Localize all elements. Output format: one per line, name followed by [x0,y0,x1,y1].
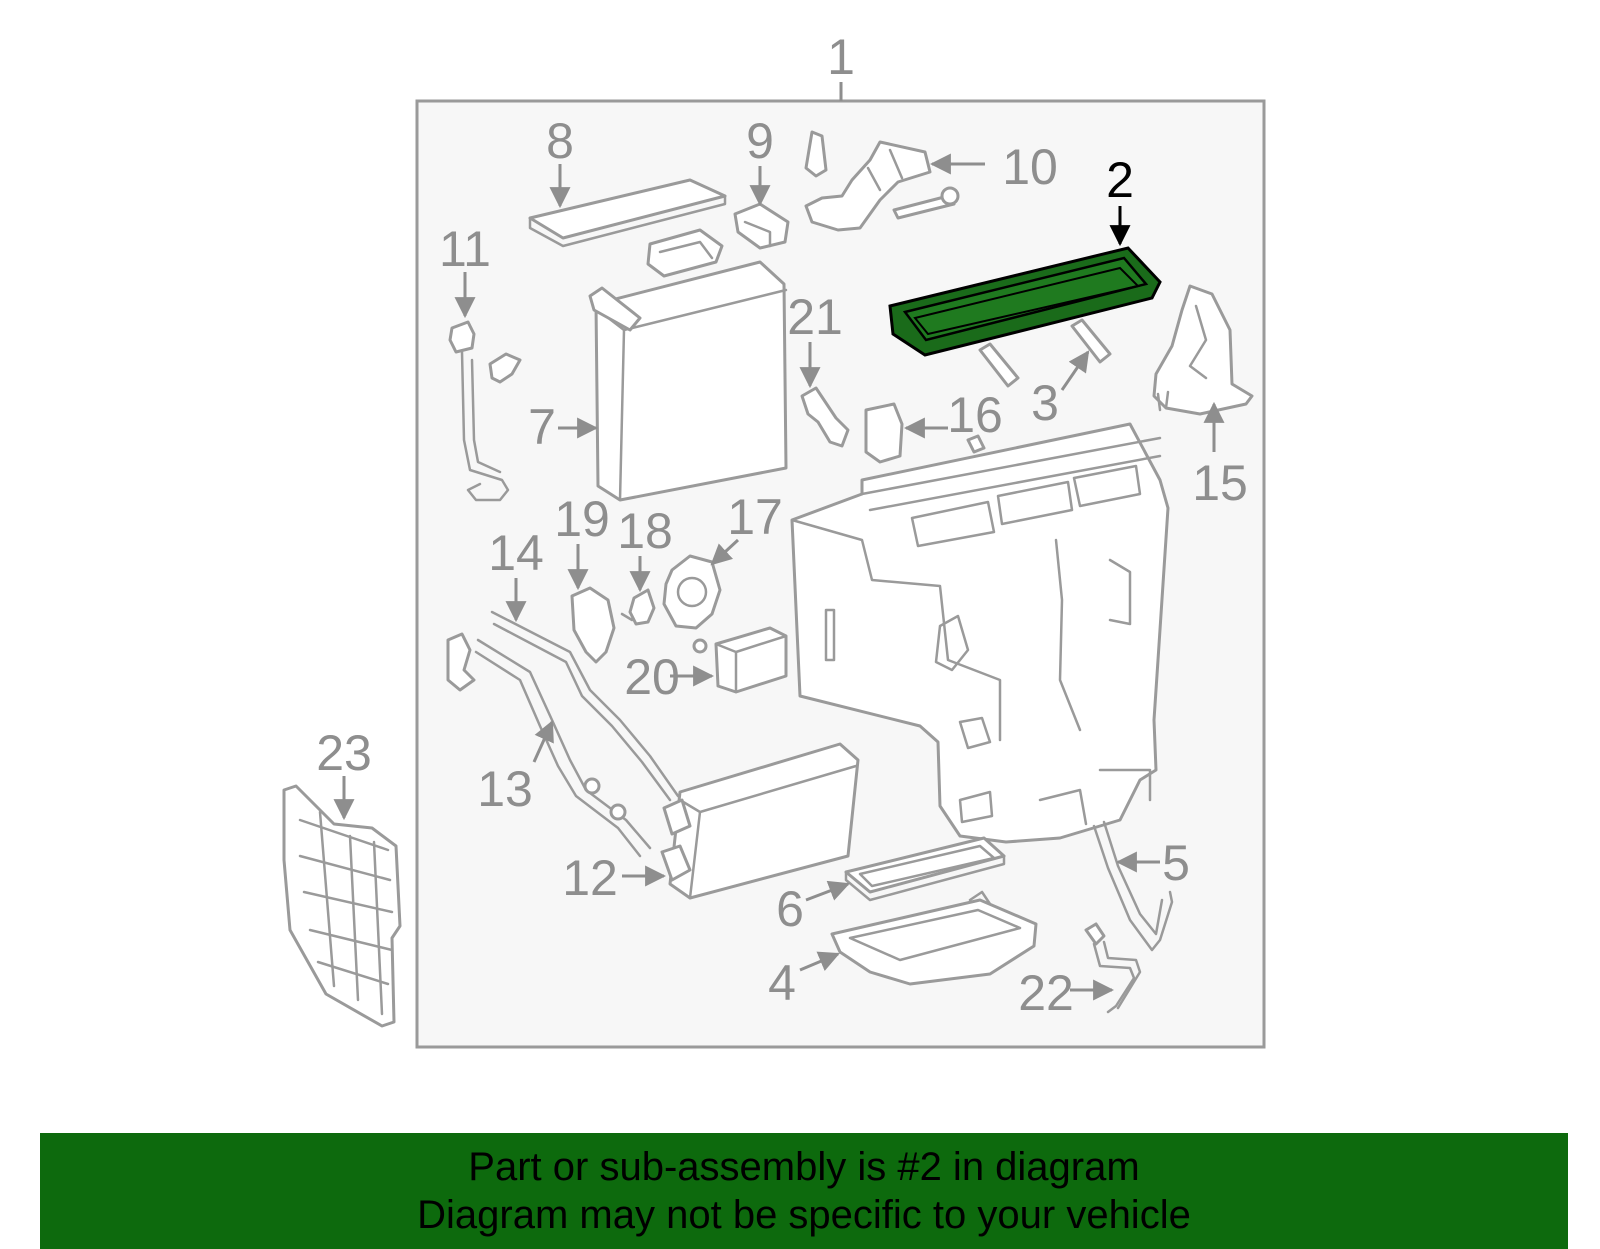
callout-6: 6 [776,881,804,937]
leader-13 [532,720,554,763]
callout-22: 22 [1018,965,1074,1021]
part-15-bracket [1152,284,1254,416]
part-3-pins [978,318,1112,388]
callout-14: 14 [488,525,544,581]
callout-17: 17 [727,489,783,545]
callout-18: 18 [617,503,673,559]
part-7-evaporator [588,228,788,502]
banner-line-2: Diagram may not be specific to your vehi… [417,1193,1191,1237]
leader-17 [710,538,740,566]
callout-4: 4 [768,955,796,1011]
part-16-pad [864,402,904,464]
callout-7: 7 [528,399,556,455]
banner-line-1: Part or sub-assembly is #2 in diagram [468,1145,1140,1189]
part-19-cover [570,586,616,664]
info-banner: Part or sub-assembly is #2 in diagram Di… [40,1133,1568,1249]
callout-9: 9 [746,113,774,169]
part-2-highlighted [888,246,1162,357]
part-6-tray [844,836,1006,902]
callout-10: 10 [1002,139,1058,195]
leader-3 [1060,350,1090,391]
callout-19: 19 [554,491,610,547]
callout-15: 15 [1192,455,1248,511]
callout-1: 1 [827,29,855,85]
part-5-drain-hose [1092,820,1174,952]
callout-13: 13 [477,761,533,817]
callout-12: 12 [562,850,618,906]
part-4-drain-pan [830,890,1038,986]
part-12-heater-core [660,742,860,900]
part-23-side-panel [282,784,402,1028]
callout-16: 16 [947,387,1003,443]
callout-20: 20 [624,649,680,705]
part-8-filter-panel [528,178,727,248]
callout-21: 21 [787,289,843,345]
part-17-actuator [662,554,722,654]
callout-2: 2 [1106,152,1134,208]
part-10-duct-pipe [804,130,960,232]
callout-5: 5 [1162,835,1190,891]
callout-8: 8 [546,113,574,169]
part-21-sensor [800,386,850,448]
leader-6 [805,880,850,902]
part-22-hose [1084,922,1142,1014]
part-14-pipe [490,610,680,802]
part-20-resistor [714,626,788,694]
callout-3: 3 [1031,375,1059,431]
part-13-pipe [446,632,652,858]
callout-11: 11 [439,221,491,277]
part-housing-main [790,422,1170,844]
leader-4 [799,951,840,972]
part-11-sensor-wire [448,320,522,502]
callout-23: 23 [316,725,372,781]
